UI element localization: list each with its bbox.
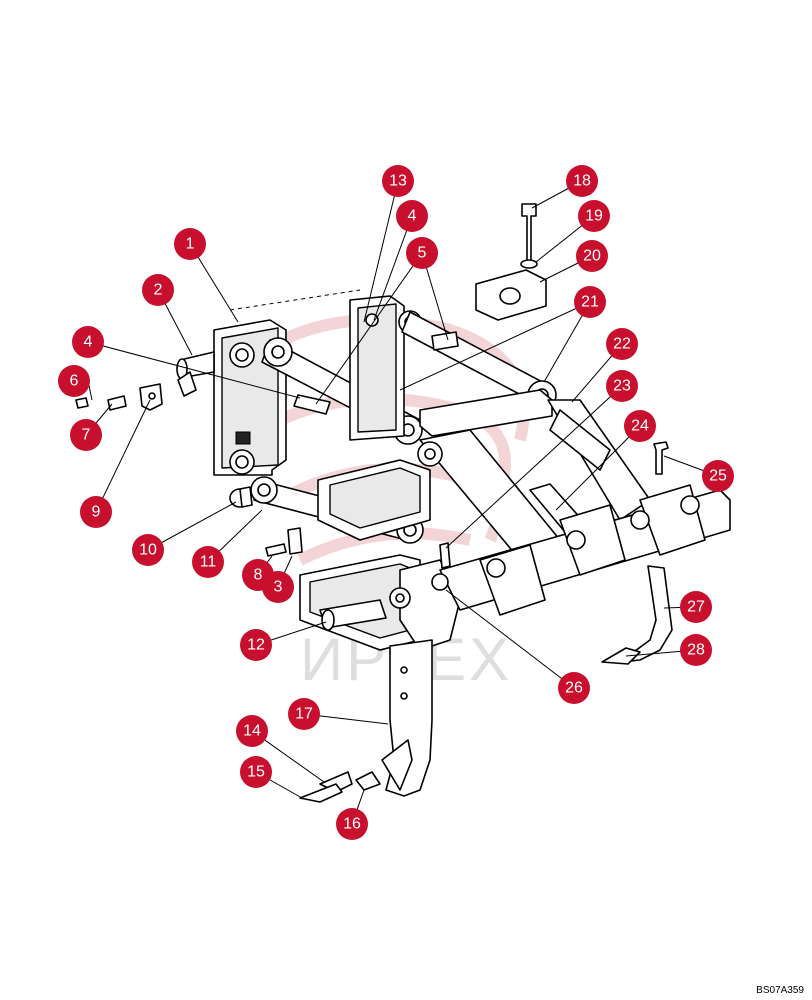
callout-3: 3: [262, 571, 294, 603]
callout-label: 21: [581, 294, 599, 311]
callout-label: 5: [418, 245, 427, 262]
callout-9: 9: [80, 496, 112, 528]
callouts: 1 2 4 6 7 9 10 11 8 3 12 13 4 5 18 19 20…: [58, 165, 734, 840]
callout-4-left: 4: [72, 326, 104, 358]
callout-13: 13: [382, 165, 414, 197]
callout-15: 15: [240, 756, 272, 788]
callout-label: 9: [92, 504, 101, 521]
callout-label: 16: [343, 816, 361, 833]
callout-26: 26: [558, 672, 590, 704]
callout-label: 24: [631, 418, 649, 435]
callout-label: 12: [247, 637, 265, 654]
callout-label: 22: [613, 336, 631, 353]
callout-label: 28: [687, 642, 705, 659]
callout-18: 18: [566, 165, 598, 197]
callout-22: 22: [606, 328, 638, 360]
callout-27: 27: [680, 591, 712, 623]
callout-label: 13: [389, 173, 407, 190]
callout-28: 28: [680, 634, 712, 666]
callout-24: 24: [624, 410, 656, 442]
bolt-18: [521, 203, 537, 263]
machine-drawing: [75, 203, 731, 803]
tine-27: [619, 565, 673, 663]
callout-label: 8: [254, 567, 263, 584]
washer-19: [520, 259, 538, 269]
callout-label: 4: [84, 334, 93, 351]
callout-5: 5: [406, 237, 438, 269]
callout-16: 16: [336, 808, 368, 840]
callout-label: 1: [186, 236, 195, 253]
callout-label: 23: [613, 378, 631, 395]
callout-label: 19: [585, 208, 603, 225]
callout-23: 23: [606, 370, 638, 402]
plate-3: [287, 527, 303, 555]
callout-label: 14: [243, 723, 261, 740]
callout-14: 14: [236, 715, 268, 747]
callout-label: 25: [709, 468, 727, 485]
callout-11: 11: [192, 546, 224, 578]
callout-17: 17: [288, 698, 320, 730]
callout-4-right: 4: [396, 200, 428, 232]
callout-20: 20: [576, 240, 608, 272]
callout-label: 27: [687, 599, 705, 616]
callout-19: 19: [578, 200, 610, 232]
callout-12: 12: [240, 629, 272, 661]
callout-6: 6: [58, 365, 90, 397]
bolt-23: [439, 542, 451, 569]
callout-1: 1: [174, 228, 206, 260]
callout-label: 4: [408, 208, 417, 225]
callout-label: 3: [274, 579, 283, 596]
callout-label: 2: [154, 282, 163, 299]
point-15: [299, 783, 343, 803]
bolt-8: [265, 543, 287, 557]
upper-parallel-arm: [401, 311, 549, 406]
callout-label: 6: [70, 373, 79, 390]
callout-label: 17: [295, 706, 313, 723]
callout-25: 25: [702, 460, 734, 492]
grease-nipple: [75, 397, 89, 409]
callout-label: 10: [139, 542, 157, 559]
drawing-code: BS07A359: [756, 985, 804, 996]
callout-7: 7: [70, 419, 102, 451]
bolt-small: [107, 395, 127, 411]
callout-label: 15: [247, 764, 265, 781]
callout-2: 2: [142, 274, 174, 306]
callout-label: 20: [583, 248, 601, 265]
callout-label: 18: [573, 173, 591, 190]
callout-label: 26: [565, 680, 583, 697]
point-28: [601, 647, 641, 665]
callout-21: 21: [574, 286, 606, 318]
callout-10: 10: [132, 534, 164, 566]
bolt-16: [355, 771, 381, 791]
bolt-26: [431, 573, 449, 591]
callout-label: 7: [82, 427, 91, 444]
pin-25: [653, 441, 669, 475]
callout-label: 11: [200, 554, 217, 571]
crossbar: [419, 389, 553, 437]
